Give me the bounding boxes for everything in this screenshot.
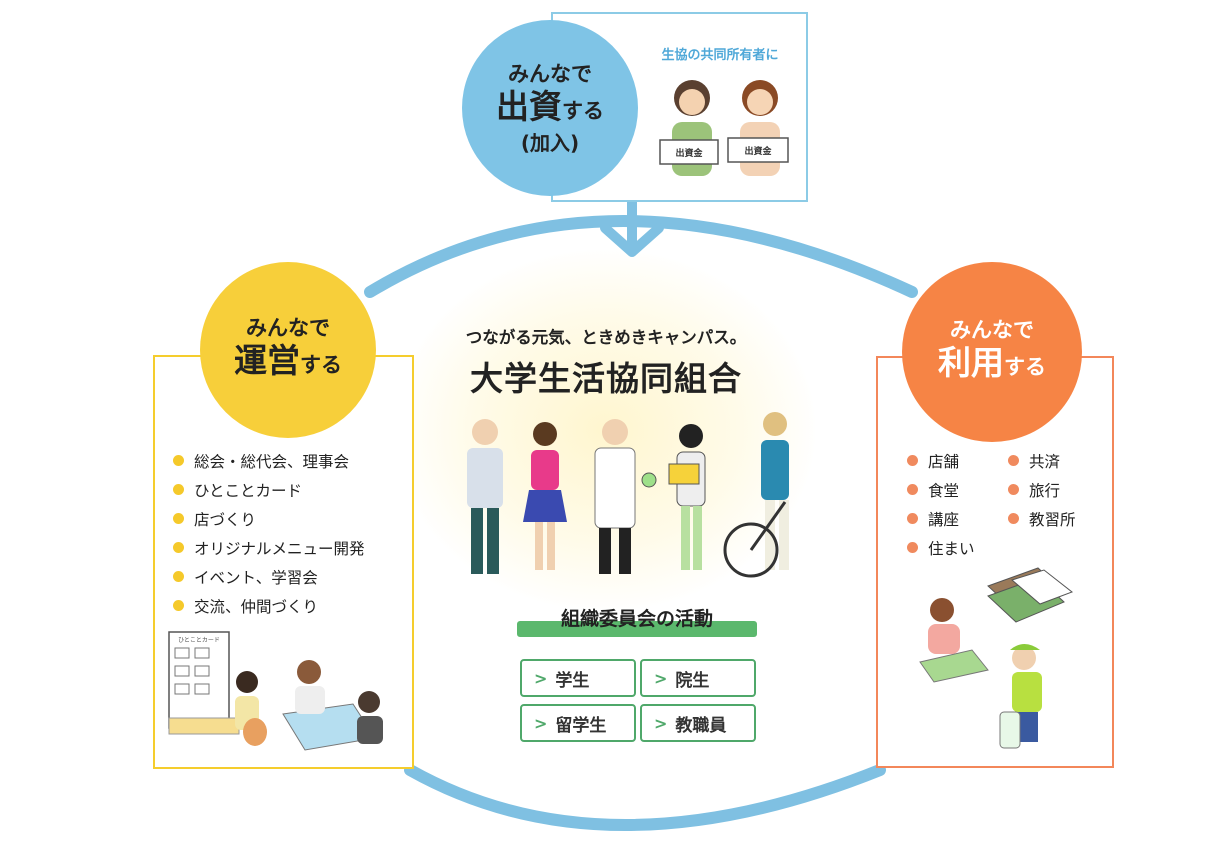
svg-text:出資金: 出資金: [675, 147, 703, 159]
list-item: 住まい: [907, 533, 975, 562]
list-item: 店舗: [907, 446, 975, 475]
list-item: 店づくり: [173, 504, 365, 533]
svg-text:ひとことカード: ひとことカード: [178, 637, 220, 644]
invest-main: 出資: [496, 86, 562, 126]
manage-line1: みんなで: [246, 315, 330, 340]
invest-suffix: する: [562, 98, 604, 123]
members-illustration: [467, 412, 789, 578]
use-list-col2: 共済 旅行 教習所: [1008, 446, 1076, 533]
member-student-button[interactable]: >学生: [520, 659, 636, 697]
invest-line1: みんなで: [508, 61, 592, 86]
list-item: 総会・総代会、理事会: [173, 446, 365, 475]
list-item: ひとことカード: [173, 475, 365, 504]
member-grad-student-button[interactable]: >院生: [640, 659, 756, 697]
services-illustration: [919, 567, 1074, 749]
manage-main: 運営: [234, 340, 300, 380]
chevron-right-icon: >: [534, 713, 548, 733]
down-arrow-icon: [600, 193, 664, 257]
list-item: 教習所: [1008, 504, 1076, 533]
list-item: オリジナルメニュー開発: [173, 533, 365, 562]
invest-line3: (加入): [520, 130, 580, 155]
use-line1: みんなで: [950, 317, 1034, 342]
list-item: 共済: [1008, 446, 1076, 475]
activity-title: 組織委員会の活動: [560, 608, 713, 630]
chevron-right-icon: >: [654, 713, 668, 733]
use-bubble: みんなで 利用する: [902, 262, 1082, 442]
list-item: 交流、仲間づくり: [173, 591, 365, 620]
org-name: 大学生活協同組合: [470, 359, 742, 398]
use-suffix: する: [1004, 354, 1046, 379]
chevron-right-icon: >: [654, 668, 668, 688]
manage-list: 総会・総代会、理事会 ひとことカード 店づくり オリジナルメニュー開発 イベント…: [173, 446, 365, 620]
use-list-col1: 店舗 食堂 講座 住まい: [907, 446, 975, 562]
use-main: 利用: [938, 342, 1004, 382]
list-item: 講座: [907, 504, 975, 533]
invest-bubble: みんなで 出資する (加入): [462, 20, 638, 196]
investors-illustration: 出資金 出資金: [659, 80, 789, 176]
catchphrase: つながる元気、ときめきキャンパス。: [465, 328, 747, 347]
member-intl-student-button[interactable]: >留学生: [520, 704, 636, 742]
meeting-illustration: ひとことカード: [168, 631, 383, 751]
chevron-right-icon: >: [534, 668, 548, 688]
svg-text:出資金: 出資金: [744, 145, 772, 157]
list-item: 旅行: [1008, 475, 1076, 504]
manage-suffix: する: [300, 352, 342, 377]
manage-bubble: みんなで 運営する: [200, 262, 376, 438]
activity-underline: [517, 621, 757, 637]
member-staff-button[interactable]: >教職員: [640, 704, 756, 742]
list-item: イベント、学習会: [173, 562, 365, 591]
invest-caption: 生協の共同所有者に: [661, 48, 779, 63]
list-item: 食堂: [907, 475, 975, 504]
